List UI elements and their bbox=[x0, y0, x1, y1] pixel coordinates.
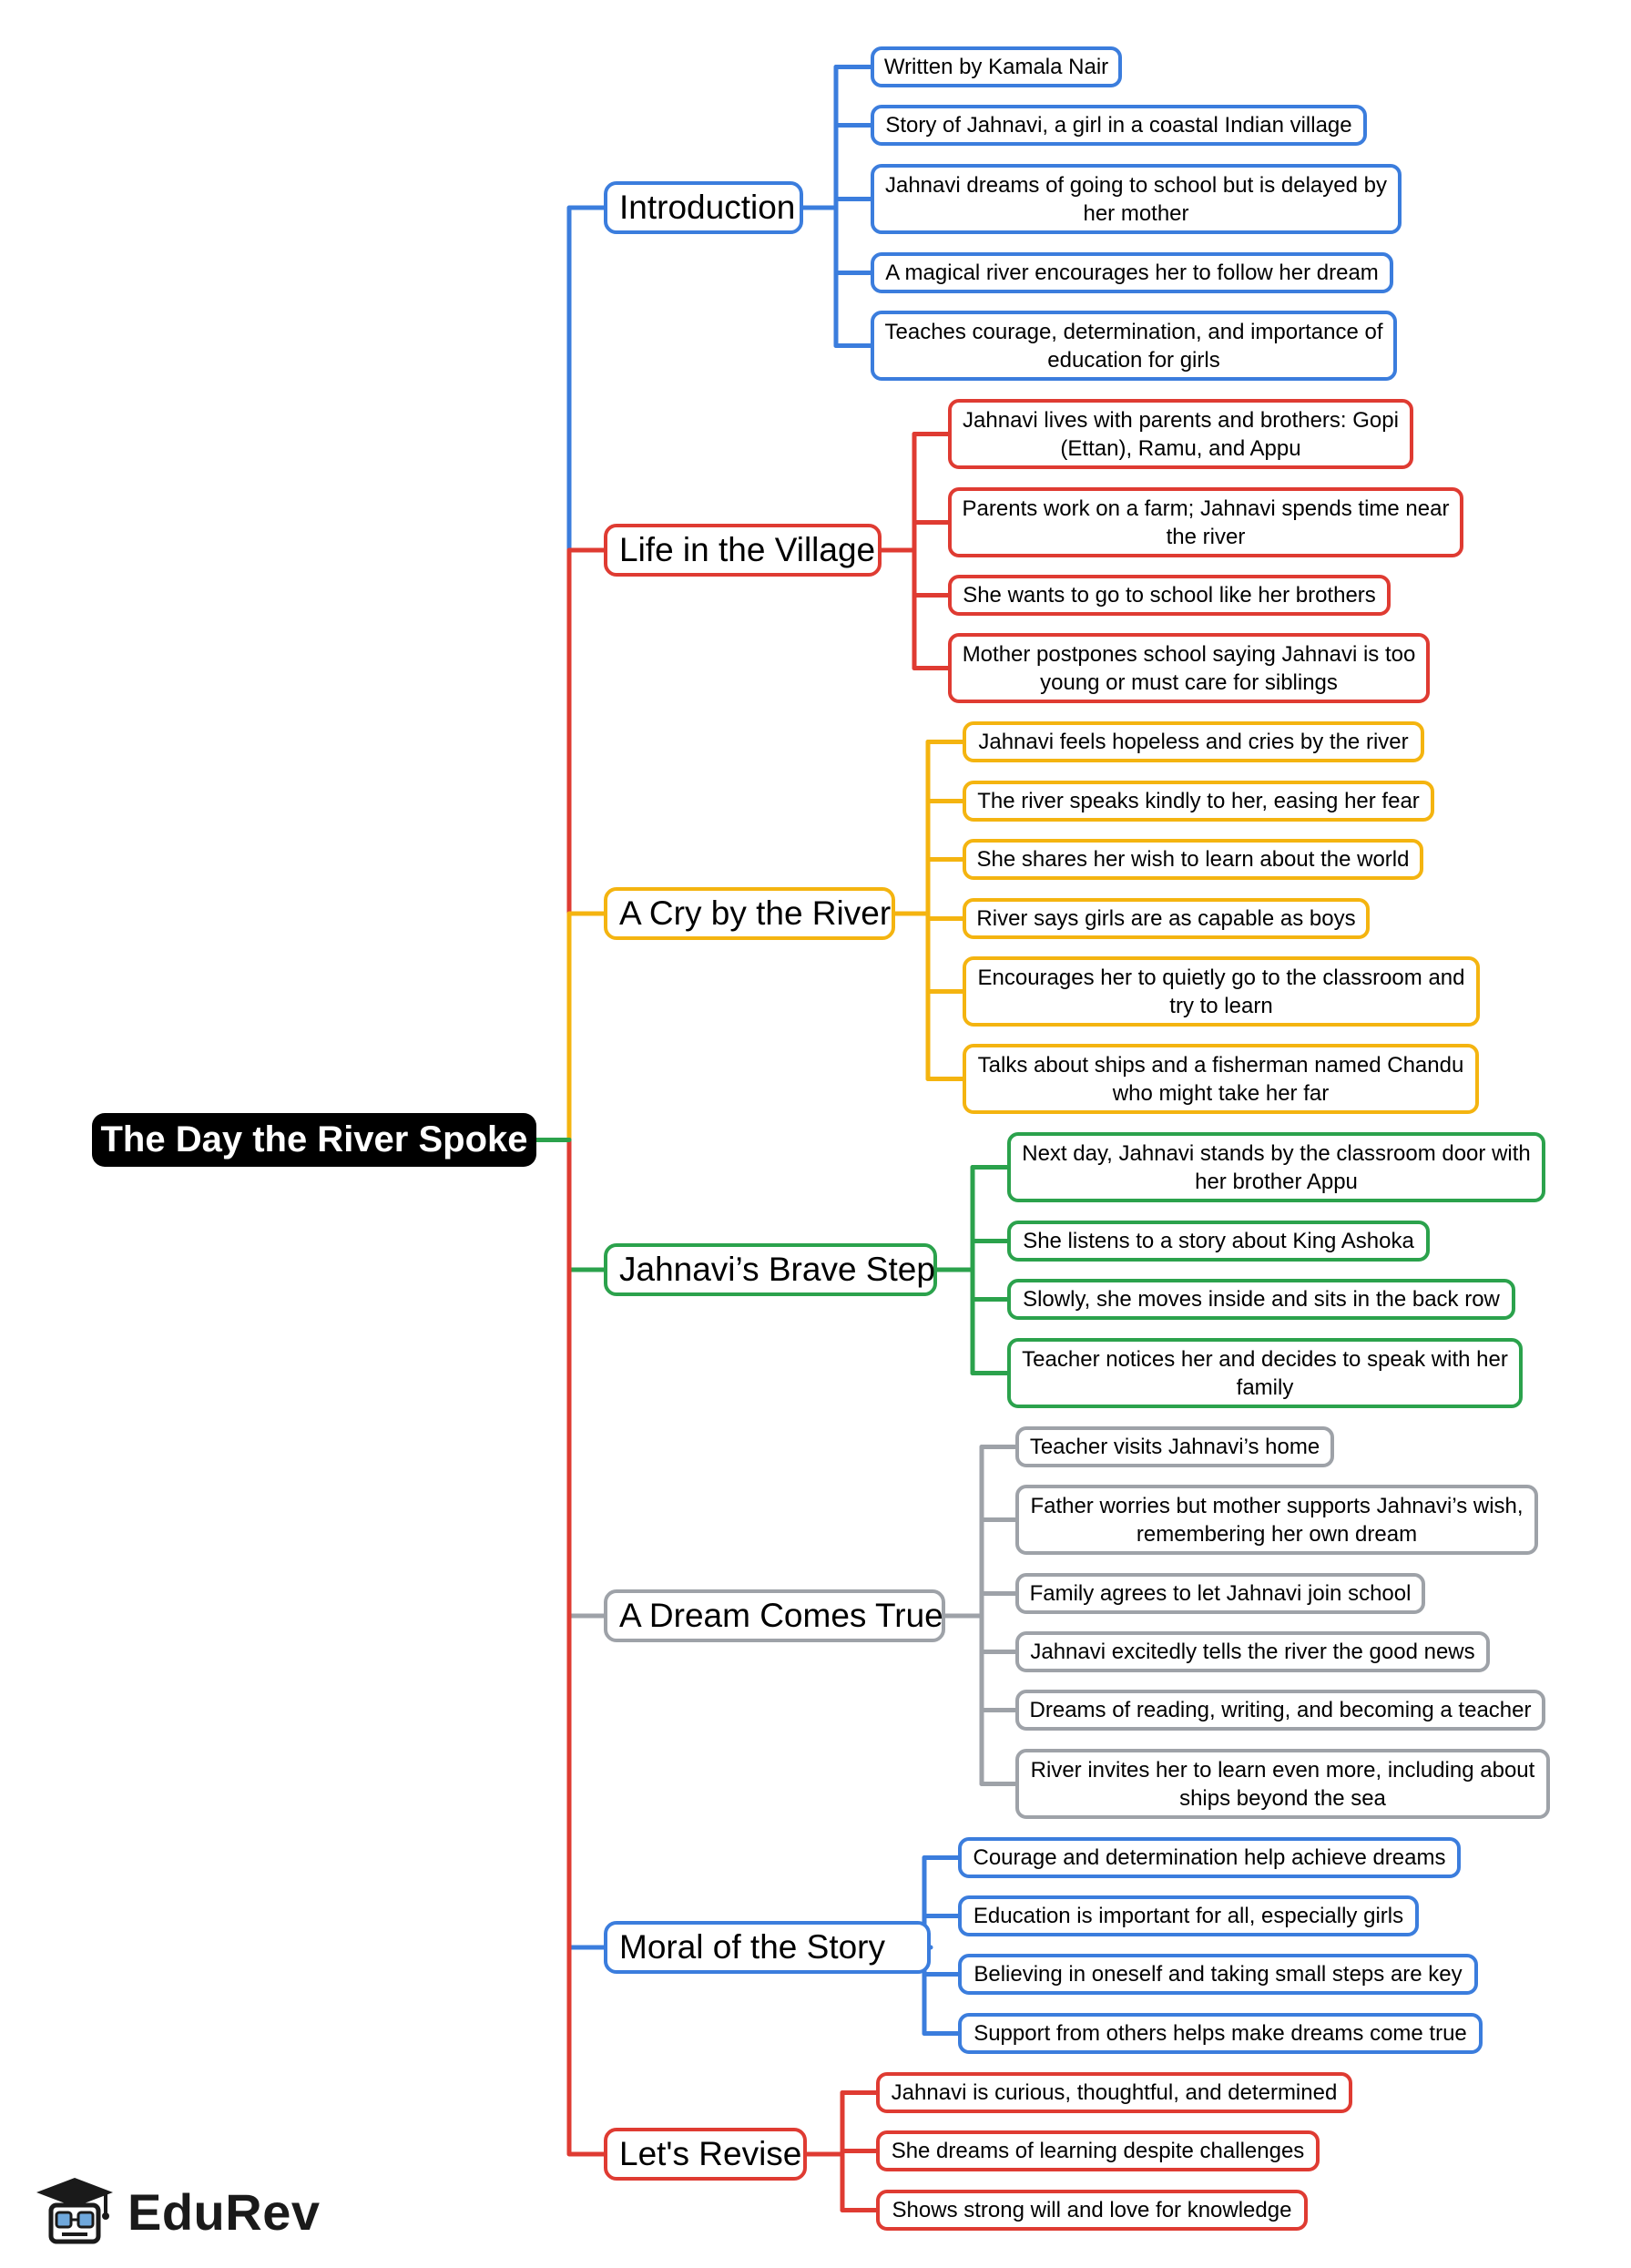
leaf-node[interactable]: The river speaks kindly to her, easing h… bbox=[963, 781, 1434, 822]
leaf-node[interactable]: Written by Kamala Nair bbox=[871, 46, 1122, 87]
connector-line bbox=[566, 1138, 607, 1272]
leaf-node[interactable]: Talks about ships and a fisherman named … bbox=[963, 1044, 1479, 1114]
connector-line bbox=[566, 911, 607, 1142]
connector-line bbox=[566, 1138, 607, 2157]
branch-node[interactable]: Life in the Village bbox=[604, 524, 882, 577]
leaf-node[interactable]: Jahnavi lives with parents and brothers:… bbox=[948, 399, 1413, 469]
branch-node[interactable]: Moral of the Story bbox=[604, 1921, 931, 1974]
leaf-node[interactable]: Teacher visits Jahnavi’s home bbox=[1015, 1426, 1334, 1467]
leaf-node[interactable]: River invites her to learn even more, in… bbox=[1015, 1749, 1550, 1819]
leaf-node[interactable]: She wants to go to school like her broth… bbox=[948, 575, 1391, 616]
branch-node[interactable]: Introduction bbox=[604, 181, 803, 234]
leaf-node[interactable]: Jahnavi excitedly tells the river the go… bbox=[1015, 1631, 1490, 1672]
leaf-node[interactable]: Education is important for all, especial… bbox=[958, 1895, 1419, 1936]
root-title: The Day the River Spoke bbox=[92, 1113, 536, 1167]
leaf-node[interactable]: She listens to a story about King Ashoka bbox=[1007, 1221, 1430, 1262]
leaf-node[interactable]: A magical river encourages her to follow… bbox=[871, 252, 1393, 293]
leaf-node[interactable]: Teaches courage, determination, and impo… bbox=[871, 311, 1397, 381]
leaf-node[interactable]: She shares her wish to learn about the w… bbox=[963, 839, 1423, 880]
leaf-node[interactable]: Jahnavi is curious, thoughtful, and dete… bbox=[876, 2072, 1352, 2113]
leaf-node[interactable]: Jahnavi dreams of going to school but is… bbox=[871, 164, 1402, 234]
leaf-node[interactable]: Jahnavi feels hopeless and cries by the … bbox=[963, 721, 1424, 762]
branch-node[interactable]: Let's Revise bbox=[604, 2128, 807, 2181]
leaf-node[interactable]: Father worries but mother supports Jahna… bbox=[1015, 1485, 1538, 1555]
leaf-node[interactable]: Believing in oneself and taking small st… bbox=[958, 1954, 1478, 1995]
leaf-node[interactable]: River says girls are as capable as boys bbox=[963, 898, 1370, 939]
connector-line bbox=[566, 1138, 607, 1619]
leaf-node[interactable]: Courage and determination help achieve d… bbox=[958, 1837, 1461, 1878]
edurev-logo: EduRev bbox=[33, 2166, 333, 2257]
leaf-node[interactable]: Teacher notices her and decides to speak… bbox=[1007, 1338, 1523, 1408]
branch-node[interactable]: Jahnavi’s Brave Step bbox=[604, 1243, 937, 1296]
connector-line bbox=[566, 205, 607, 1142]
leaf-node[interactable]: Slowly, she moves inside and sits in the… bbox=[1007, 1279, 1515, 1320]
leaf-node[interactable]: Family agrees to let Jahnavi join school bbox=[1015, 1573, 1425, 1614]
branch-node[interactable]: A Cry by the River bbox=[604, 887, 895, 940]
leaf-node[interactable]: Support from others helps make dreams co… bbox=[958, 2013, 1483, 2054]
leaf-node[interactable]: Story of Jahnavi, a girl in a coastal In… bbox=[871, 105, 1367, 146]
leaf-node[interactable]: Next day, Jahnavi stands by the classroo… bbox=[1007, 1132, 1545, 1202]
connector-line bbox=[566, 547, 607, 1142]
leaf-node[interactable]: Shows strong will and love for knowledge bbox=[876, 2190, 1308, 2231]
branch-node[interactable]: A Dream Comes True bbox=[604, 1589, 945, 1642]
connector-line bbox=[566, 1138, 607, 1950]
graduation-cap-icon bbox=[36, 2178, 113, 2244]
leaf-node[interactable]: Mother postpones school saying Jahnavi i… bbox=[948, 633, 1430, 703]
leaf-node[interactable]: Dreams of reading, writing, and becoming… bbox=[1015, 1690, 1545, 1731]
leaf-node[interactable]: Parents work on a farm; Jahnavi spends t… bbox=[948, 487, 1463, 557]
leaf-node[interactable]: She dreams of learning despite challenge… bbox=[876, 2130, 1320, 2171]
leaf-node[interactable]: Encourages her to quietly go to the clas… bbox=[963, 956, 1480, 1027]
brand-name: EduRev bbox=[127, 2182, 321, 2241]
